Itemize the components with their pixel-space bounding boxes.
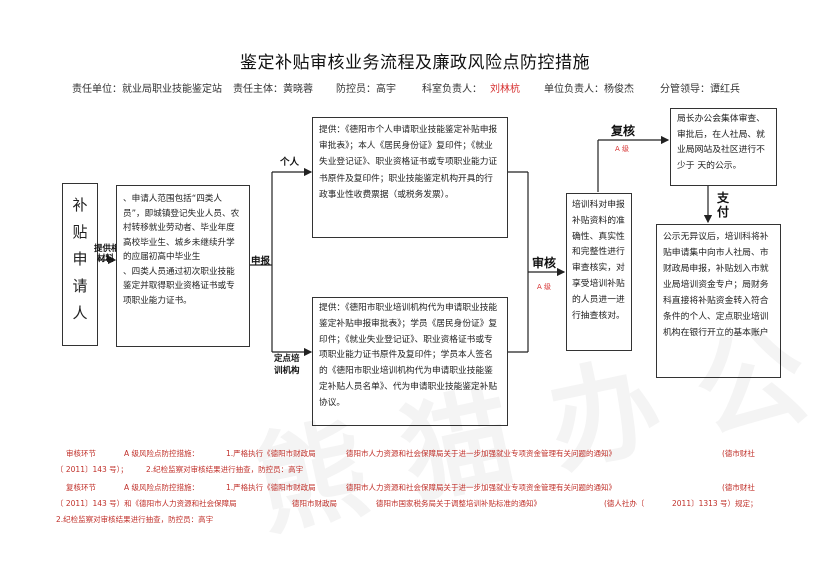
pay-label-line1: 支 (717, 191, 730, 205)
footer-recheck-doc-number: 〔 2011〕143 号）和《德阳市人力资源和社会保障局 (56, 499, 237, 508)
institution-label: 定点培 训机构 (274, 353, 300, 377)
controller: 防控员：高宇 (336, 84, 396, 95)
recheck-risk-grade: A 级 (615, 145, 630, 153)
pay-text: 公示无异议后，培训科将补贴申请集中向市人社局、市财政局申报，补贴划入市就业局培训… (663, 232, 769, 338)
footer-recheck-rule-1-doc: (德市财社 (722, 483, 755, 492)
leader: 分管领导：谭红兵 (660, 84, 740, 95)
individual-materials-box: 提供：《德阳市个人申请职业技能鉴定补贴申报审批表》；本人《居民身份证》复印件；《… (312, 117, 508, 238)
conditions-text-2: 、四类人员通过初次职业技能鉴定并取得职业资格证书或专项职业能力证书。 (123, 266, 235, 306)
unit-head: 单位负责人：杨俊杰 (544, 84, 634, 95)
footer-review-doc-number: 〔 2011〕143 号）； (56, 465, 128, 474)
section-head-label: 科室负责人： (422, 84, 482, 95)
conditions-box: 、申请人范围包括“四类人员”，即城镇登记失业人员、农村转移就业劳动者、毕业年度高… (116, 185, 250, 347)
applicant-char: 人 (72, 304, 88, 322)
footer-recheck-finance-bureau: 德阳市财政局 (292, 499, 337, 508)
footer-review-rule-1-doc: (德市财社 (722, 449, 755, 458)
review-label: 审核 (532, 256, 557, 270)
individual-materials-text: 提供：《德阳市个人申请职业技能鉴定补贴申报审批表》；本人《居民身份证》复印件；《… (319, 125, 498, 200)
applicant-char: 申 (72, 250, 88, 268)
footer-recheck-rule-2: 德阳市国家税务局关于调整培训补贴标准的通知》 (376, 499, 541, 508)
page-title: 鉴定补贴审核业务流程及廉政风险点防控措施 (240, 53, 590, 73)
footer-recheck-rule-1: 1.严格执行《德阳市财政局 (226, 483, 316, 492)
footer-review-rule-1-title: 德阳市人力资源和社会保障局关于进一步加强就业专项资金管理有关问题的通知》 (346, 449, 616, 458)
pay-box: 公示无异议后，培训科将补贴申请集中向市人社局、市财政局申报，补贴划入市就业局培训… (656, 224, 781, 378)
section-head: 科室负责人： 刘林杭 (422, 80, 520, 95)
review-box: 培训科对申报补贴资料的准确性、真实性和完整性进行审查核实，对享受培训补贴的人员进… (566, 193, 632, 351)
recheck-label: 复核 (611, 124, 636, 138)
materials-label-line2: 材料 (97, 254, 115, 264)
conditions-text-1: 、申请人范围包括“四类人员”，即城镇登记失业人员、农村转移就业劳动者、毕业年度高… (123, 194, 240, 262)
applicant-char: 补 (72, 196, 88, 214)
responsible-subject: 责任主体：黄晓蓉 (233, 84, 313, 95)
recheck-box: 局长办公会集体审查、审批后，在人社局、就业局网站及社区进行不少于 天的公示。 (670, 108, 777, 186)
footer-review-check: 2.纪检监察对审核结果进行抽查，防控员：高宇 (146, 465, 304, 474)
footer-review-measures: A 级风险点防控措施： (124, 449, 200, 458)
pay-label-line2: 付 (717, 205, 730, 219)
review-text: 培训科对申报补贴资料的准确性、真实性和完整性进行审查核实，对享受培训补贴的人员进… (572, 200, 625, 321)
submit-label: 申报 (251, 256, 271, 267)
applicant-char: 贴 (72, 223, 88, 241)
footer-recheck-stage: 复核环节 (66, 483, 96, 492)
footer-recheck-rule-1-title: 德阳市人力资源和社会保障局关于进一步加强就业专项资金管理有关问题的通知》 (346, 483, 616, 492)
footer-review-stage: 审核环节 (66, 449, 96, 458)
review-risk-grade: A 级 (537, 283, 552, 291)
footer-review-rule-1: 1.严格执行《德阳市财政局 (226, 449, 316, 458)
applicant-char: 请 (72, 277, 88, 295)
materials-label: 提供相关 材料 (94, 244, 128, 264)
footer-recheck-rule-2-number: 2011〕1313 号）规定； (672, 499, 758, 508)
pay-label: 支 付 (717, 191, 729, 219)
institution-label-line2: 训机构 (274, 366, 300, 376)
recheck-text: 局长办公会集体审查、审批后，在人社局、就业局网站及社区进行不少于 天的公示。 (677, 114, 765, 171)
institution-label-line1: 定点培 (274, 354, 300, 364)
responsible-unit: 责任单位：就业局职业技能鉴定站 (72, 84, 222, 95)
institution-materials-box: 提供：《德阳市职业培训机构代为申请职业技能鉴定补贴申报审批表》；学员《居民身份证… (312, 297, 508, 426)
individual-label: 个人 (280, 157, 300, 168)
footer-recheck-check: 2.纪检监察对审核结果进行抽查，防控员：高宇 (56, 515, 214, 524)
section-head-name: 刘林杭 (490, 84, 520, 95)
materials-label-line1: 提供相关 (94, 244, 129, 254)
footer-recheck-measures: A 级风险点防控措施： (124, 483, 200, 492)
footer-recheck-rule-2-doc: (德人社办〔 (604, 499, 645, 508)
institution-materials-text: 提供：《德阳市职业培训机构代为申请职业技能鉴定补贴申报审批表》；学员《居民身份证… (319, 303, 498, 408)
applicant-box: 补 贴 申 请 人 (62, 183, 98, 346)
